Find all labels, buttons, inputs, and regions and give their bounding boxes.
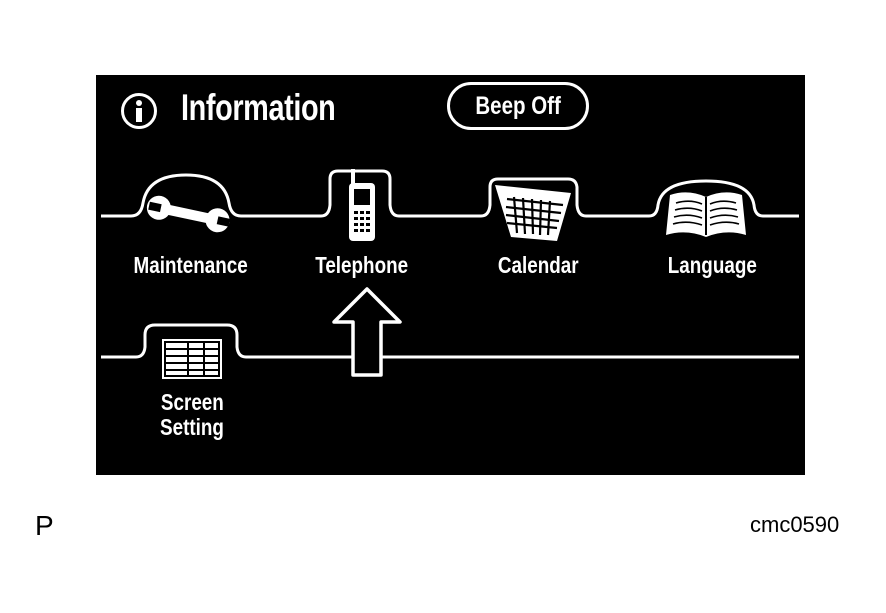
screen-setting-label-line1: Screen bbox=[160, 389, 224, 415]
info-icon bbox=[121, 93, 157, 129]
telephone-label: Telephone bbox=[315, 252, 409, 278]
page-title: Information bbox=[181, 87, 336, 128]
left-letter: P bbox=[35, 510, 54, 541]
screen-setting-label-line2: Setting bbox=[160, 414, 224, 440]
up-arrow-icon bbox=[332, 287, 402, 377]
figure-code: cmc0590 bbox=[750, 512, 840, 537]
telephone-button[interactable]: Telephone bbox=[287, 253, 437, 278]
maintenance-button[interactable]: Maintenance bbox=[116, 253, 266, 278]
book-icon[interactable] bbox=[664, 187, 748, 241]
info-screen: Information Beep Off Maintenance Telepho… bbox=[96, 75, 805, 475]
maintenance-label: Maintenance bbox=[133, 252, 249, 278]
language-button[interactable]: Language bbox=[637, 253, 787, 278]
beep-off-button[interactable]: Beep Off bbox=[447, 82, 589, 130]
screen-setting-button[interactable]: Screen Setting bbox=[132, 390, 252, 440]
beep-off-label: Beep Off bbox=[475, 91, 561, 120]
tab-rails bbox=[101, 169, 799, 359]
calendar-icon[interactable] bbox=[491, 179, 577, 245]
phone-icon[interactable] bbox=[344, 167, 380, 245]
wrench-icon[interactable] bbox=[138, 185, 238, 245]
screen-grid-icon[interactable] bbox=[160, 337, 224, 381]
calendar-label: Calendar bbox=[497, 252, 579, 278]
language-label: Language bbox=[667, 252, 757, 278]
calendar-button[interactable]: Calendar bbox=[463, 253, 613, 278]
